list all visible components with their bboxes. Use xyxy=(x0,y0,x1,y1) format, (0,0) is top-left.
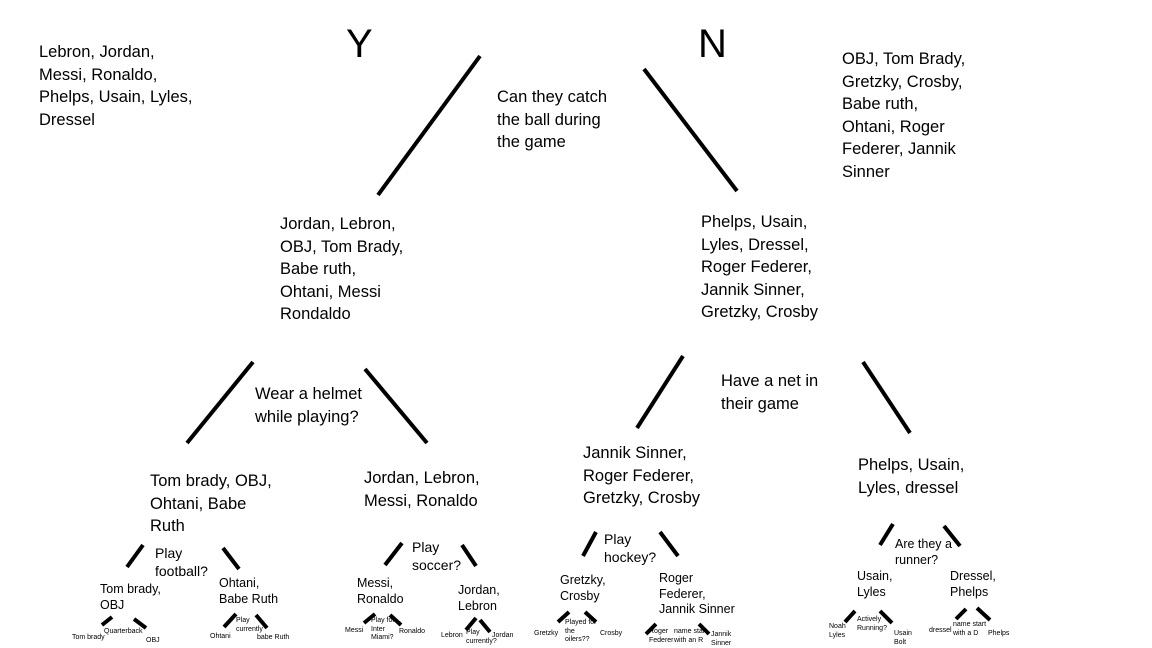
branch-root-no xyxy=(642,67,739,193)
leaf-ronaldo: Ronaldo xyxy=(399,628,426,635)
leaf-actively-running-question: Actively Running? xyxy=(857,616,887,632)
group-hockey-candidates: Jannik Sinner, Roger Federer, Gretzky, C… xyxy=(583,444,701,508)
leaf-tom-brady: Tom brady xyxy=(72,634,105,641)
football-question: Play football? xyxy=(155,545,208,579)
leaf-usain-bolt: Usain Bolt xyxy=(894,630,912,646)
branch-hockey-yes xyxy=(581,531,598,557)
branch-f-right xyxy=(697,622,711,636)
group-runner-candidates: Phelps, Usain, Lyles, dressel xyxy=(858,456,965,497)
branch-helmet-no xyxy=(363,367,429,445)
branch-b-right xyxy=(254,613,269,630)
leaf-jordan: Jordan xyxy=(492,632,514,639)
net-question: Have a net in their game xyxy=(721,372,819,413)
leaf-name-start-d-question: name start with a D xyxy=(953,621,987,637)
leaf-messi: Messi xyxy=(345,627,364,634)
leaf-lebron: Lebron xyxy=(441,632,463,639)
group-ohtani-babe-ruth: Ohtani, Babe Ruth xyxy=(219,576,279,606)
branch-a-right xyxy=(132,617,148,630)
hockey-question: Play hockey? xyxy=(604,531,657,565)
root-question: Can they catch the ball during the game xyxy=(497,88,608,152)
leaf-noah-lyles: Noah Lyles xyxy=(829,623,846,639)
group-tom-brady-obj: Tom brady, OBJ xyxy=(100,582,161,612)
runner-question: Are they a runner? xyxy=(895,537,952,567)
leaf-jannik-sinner: Jannik Sinner xyxy=(711,631,732,647)
leaf-quarterback-question: Quarterback xyxy=(104,628,143,635)
branch-g-left xyxy=(843,609,857,624)
branch-f-left xyxy=(644,622,658,636)
branch-football-yes xyxy=(125,543,145,569)
branch-b-left xyxy=(222,612,238,629)
right-group: Phelps, Usain, Lyles, Dressel, Roger Fed… xyxy=(701,213,819,322)
branch-d-left xyxy=(464,616,478,632)
leaf-inter-miami-question: Play for Inter Miami? xyxy=(371,617,395,641)
branch-root-yes xyxy=(376,54,482,197)
helmet-question: Wear a helmet while playing? xyxy=(255,385,362,426)
branch-soccer-yes xyxy=(383,541,404,567)
branch-runner-no xyxy=(942,524,962,548)
branch-a-left xyxy=(100,615,114,627)
branch-soccer-no xyxy=(460,543,478,568)
leaf-play-currently-question: Play currently xyxy=(236,617,263,633)
leaf-crosby: Crosby xyxy=(600,630,623,637)
leaf-oilers-question: Played for the oilers?? xyxy=(565,619,597,643)
group-federer-sinner: Roger Federer, Jannik Sinner xyxy=(659,571,735,616)
leaf-gretzky: Gretzky xyxy=(534,630,559,637)
branch-c-right xyxy=(388,613,403,627)
branch-helmet-yes xyxy=(185,360,255,445)
branch-runner-yes xyxy=(878,522,895,547)
branch-d-right xyxy=(478,618,492,634)
soccer-question: Play soccer? xyxy=(412,539,462,573)
group-football-candidates: Tom brady, OBJ, Ohtani, Babe Ruth xyxy=(150,472,272,536)
branch-football-no xyxy=(221,546,241,571)
group-dressel-phelps: Dressel, Phelps xyxy=(950,569,996,599)
branch-e-right xyxy=(583,610,598,624)
leaf-name-start-r-question: name start with an R xyxy=(674,628,708,644)
no-list: OBJ, Tom Brady, Gretzky, Crosby, Babe ru… xyxy=(842,50,966,181)
branch-h-right xyxy=(975,606,992,622)
leaf-roger-federer: Roger Federer xyxy=(649,628,674,644)
branch-hockey-no xyxy=(658,530,680,558)
leaf-ohtani: Ohtani xyxy=(210,633,231,640)
group-soccer-candidates: Jordan, Lebron, Messi, Ronaldo xyxy=(364,469,480,510)
left-group: Jordan, Lebron, OBJ, Tom Brady, Babe rut… xyxy=(280,215,404,324)
group-messi-ronaldo: Messi, Ronaldo xyxy=(357,576,404,606)
leaf-babe-ruth: babe Ruth xyxy=(257,634,290,641)
branch-h-left xyxy=(954,607,968,621)
no-label: N xyxy=(698,22,727,66)
branch-c-left xyxy=(362,612,377,625)
yes-list: Lebron, Jordan, Messi, Ronaldo, Phelps, … xyxy=(39,43,193,129)
leaf-obj: OBJ xyxy=(146,637,160,644)
group-gretzky-crosby: Gretzky, Crosby xyxy=(560,573,606,603)
group-usain-lyles: Usain, Lyles xyxy=(857,569,893,599)
branch-e-left xyxy=(556,610,571,624)
leaf-play-currently-question-2: Play currently? xyxy=(466,629,497,645)
branch-net-no xyxy=(861,360,912,435)
yes-label: Y xyxy=(346,22,373,66)
branch-g-right xyxy=(878,609,894,625)
leaf-phelps: Phelps xyxy=(988,630,1010,637)
branch-net-yes xyxy=(635,354,685,430)
leaf-dressel: dressel xyxy=(929,627,952,634)
group-jordan-lebron: Jordan, Lebron xyxy=(458,583,500,613)
